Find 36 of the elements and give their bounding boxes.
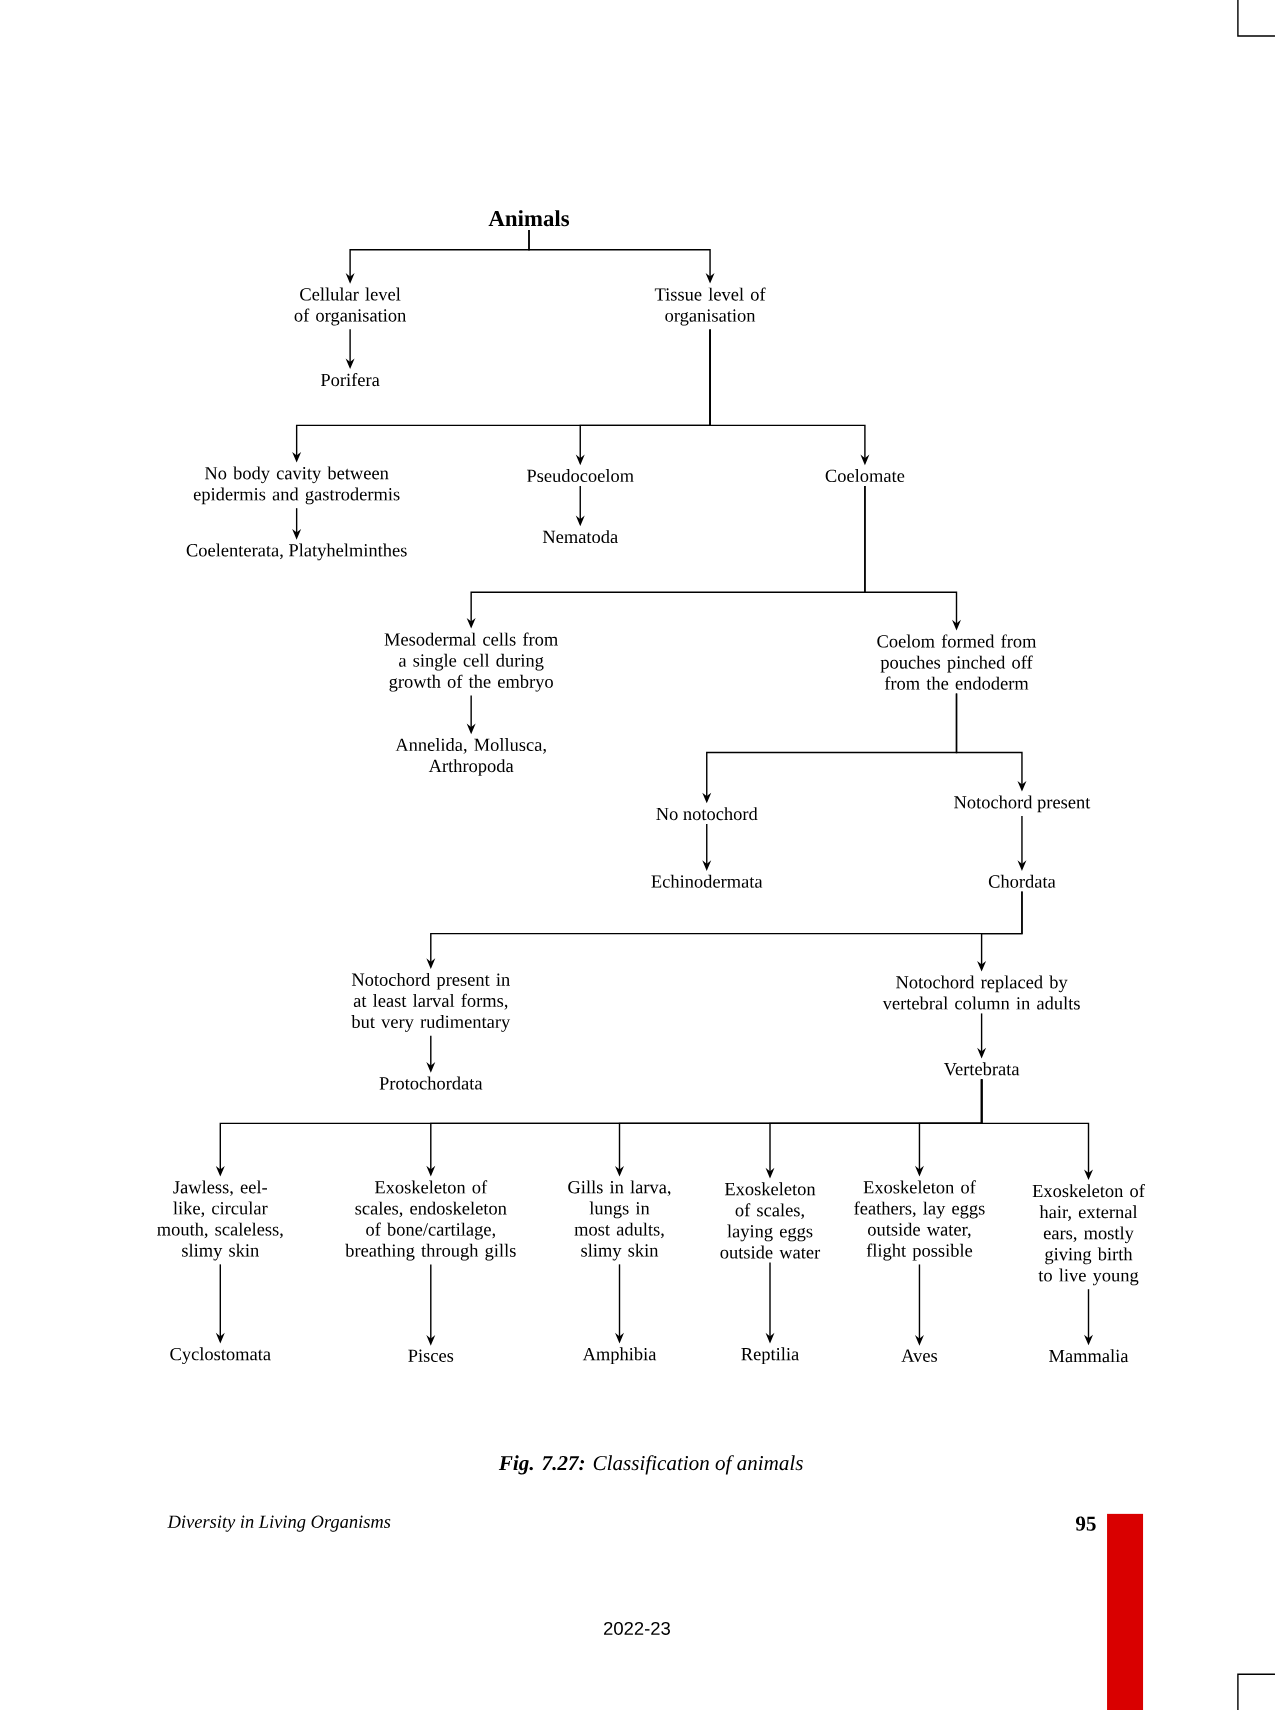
tree-node-text: Pisces: [408, 1349, 454, 1362]
tree-node-text: No notochord: [656, 807, 758, 821]
tree-node-text: Exoskeleton of scales, laying eggs outside water: [720, 1182, 821, 1259]
tree-node-text: Annelida, Mollusca, Arthropoda: [395, 738, 546, 776]
tree-node-text: Coelenterata, Platyhelminthes: [186, 543, 407, 561]
tree-node-text: Protochordata: [379, 1076, 483, 1090]
tree-node-text: Notochord replaced by vertebral column in adults: [882, 975, 1080, 1010]
tree-node-text: Porifera: [320, 373, 380, 387]
tree-node-text: Exoskeleton of feathers, lay eggs outside water, flight possible: [854, 1180, 985, 1261]
tree-node-text: Vertebrata: [943, 1062, 1020, 1076]
tree-node-text: Notochord present in at least larval forms, but very rudimentary: [351, 972, 511, 1032]
tree-node-text: Coelom formed from pouches pinched off from the endoderm: [877, 634, 1037, 690]
tree-node-text: Reptilia: [741, 1347, 799, 1365]
year-label: 2022-23: [604, 1621, 670, 1635]
tree-node-text: Coelomate: [825, 469, 905, 483]
tree-node-text: Chordata: [988, 874, 1056, 888]
tree-node-text: Mammalia: [1049, 1349, 1129, 1363]
tree-node-text: Jawless, eel-like, circular mouth, scaleless, slimy skin: [157, 1180, 283, 1261]
tree-node-text: Echinodermata: [651, 874, 763, 888]
tree-node-text: Exoskeleton of hair, external ears, mostly giving birth to live young: [1032, 1184, 1145, 1286]
tree-node-text: No body cavity between epidermis and gastrodermis: [193, 466, 400, 505]
tree-node-text: Tissue level of organisation: [654, 287, 766, 326]
tree-node-text: Cyclostomata: [170, 1347, 271, 1365]
figure-caption: Fig. 7.27: Classification of animals: [498, 1455, 803, 1475]
tree-node-text: Nematoda: [542, 530, 618, 544]
tree-node-text: Gills in larva, lungs in most adults, slimy skin: [568, 1180, 671, 1261]
tree-node-text: Mesodermal cells from a single cell during growth of the embryo: [384, 632, 558, 692]
page-number: 95: [1075, 1516, 1096, 1531]
tree-node-text: Exoskeleton of scales, endoskeleton of bone/cartilage, breathing through gills: [345, 1180, 516, 1261]
tree-node-text: Cellular level of organisation: [294, 287, 407, 326]
tree-node-text: Pseudocoelom: [526, 469, 634, 483]
tree-node-text: Amphibia: [582, 1347, 657, 1365]
running-footer: Diversity in Living Organisms: [167, 1515, 391, 1532]
tree-node-text: Aves: [901, 1349, 938, 1362]
tree-node-text: Notochord present: [954, 795, 1091, 813]
root-label: Animals: [488, 210, 570, 227]
